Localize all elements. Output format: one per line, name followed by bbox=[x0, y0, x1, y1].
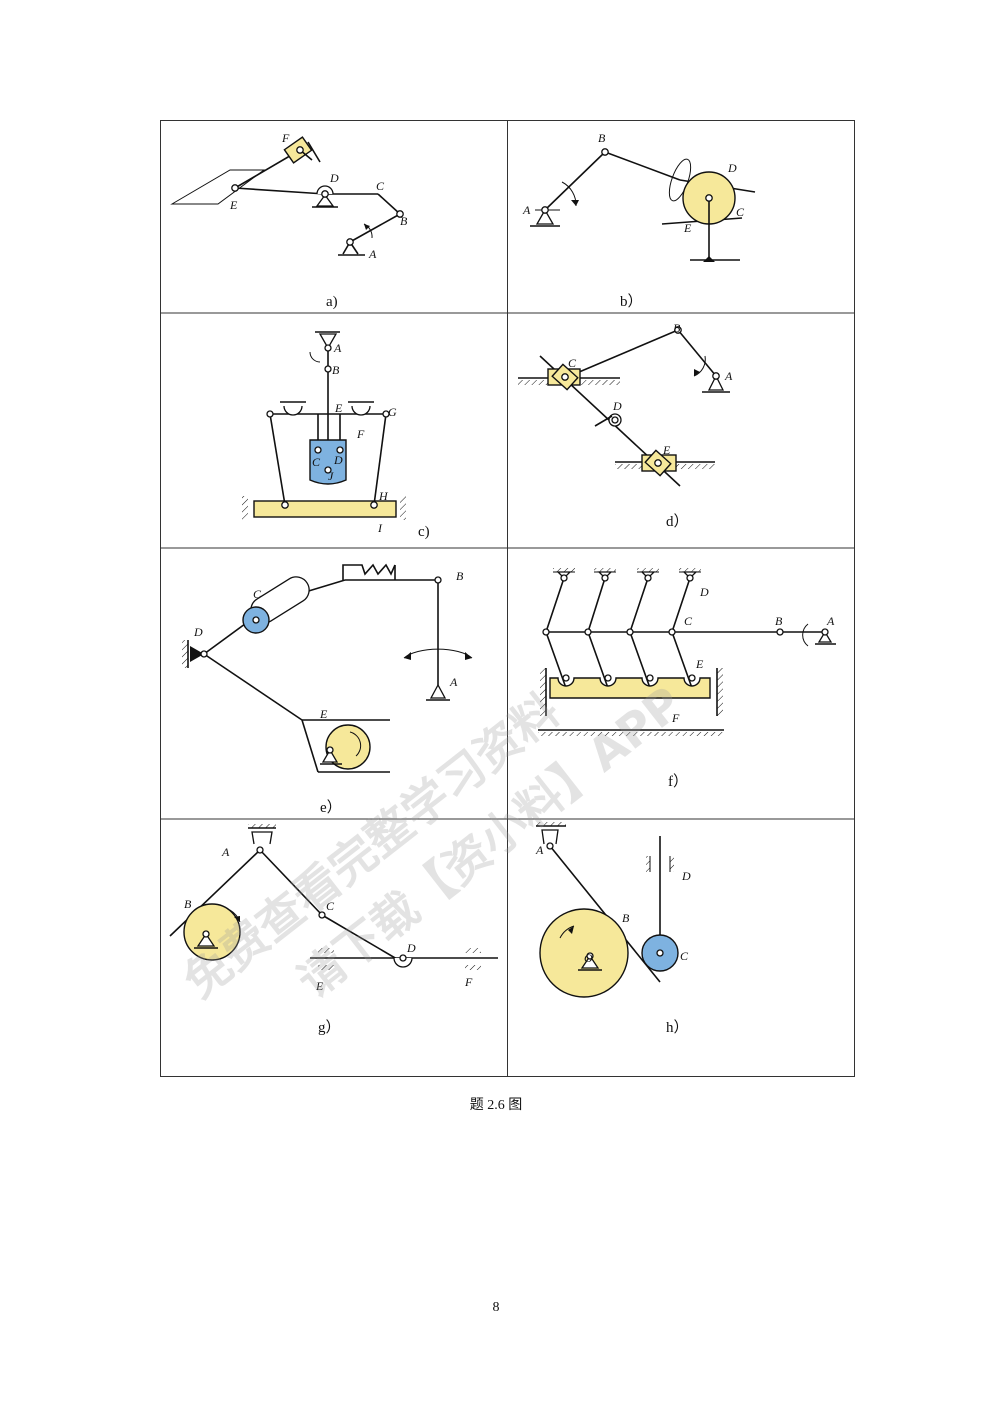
label-c-H: H bbox=[378, 489, 389, 503]
label-g-B: B bbox=[184, 897, 192, 911]
figure-grid: F D C E B A a) B D A C E b） bbox=[160, 120, 855, 1077]
figure-h: A D B O C h） bbox=[535, 822, 691, 1036]
caption-e: e） bbox=[320, 799, 342, 816]
label-c-A: A bbox=[333, 341, 342, 355]
label-e-B: B bbox=[456, 569, 464, 583]
caption-d: d） bbox=[666, 513, 689, 530]
label-a-E: E bbox=[229, 198, 238, 212]
label-d-C: C bbox=[568, 356, 577, 370]
label-c-D: D bbox=[333, 453, 343, 467]
label-b-D: D bbox=[727, 161, 737, 175]
label-d-D: D bbox=[612, 399, 622, 413]
label-c-C: C bbox=[312, 455, 321, 469]
figure-c: A B E G F C D J H I c) bbox=[242, 331, 430, 540]
label-c-E: E bbox=[334, 401, 343, 415]
label-g-E: E bbox=[315, 979, 324, 993]
label-b-C: C bbox=[736, 205, 745, 219]
label-d-B: B bbox=[673, 321, 681, 335]
label-g-A: A bbox=[221, 845, 230, 859]
label-f-A: A bbox=[826, 614, 835, 628]
caption-b: b） bbox=[620, 293, 643, 310]
page-number: 8 bbox=[492, 1300, 500, 1315]
label-c-G: G bbox=[388, 405, 397, 419]
caption-g: g） bbox=[318, 1019, 341, 1036]
label-h-C: C bbox=[680, 949, 689, 963]
figure-b: B D A C E b） bbox=[522, 131, 756, 310]
label-f-B: B bbox=[775, 614, 783, 628]
label-g-D: D bbox=[406, 941, 416, 955]
label-f-D: D bbox=[699, 585, 709, 599]
label-a-A: A bbox=[368, 247, 377, 261]
label-a-C: C bbox=[376, 179, 385, 193]
label-c-F: F bbox=[356, 427, 365, 441]
label-e-E: E bbox=[319, 707, 328, 721]
figure-f: D C B A E F f） bbox=[538, 568, 836, 790]
label-f-E: E bbox=[695, 657, 704, 671]
label-b-A: A bbox=[522, 203, 531, 217]
label-h-D: D bbox=[681, 869, 691, 883]
label-a-B: B bbox=[400, 214, 408, 228]
figure-caption: 题 2.6 图 bbox=[469, 1098, 523, 1113]
label-h-A: A bbox=[535, 843, 544, 857]
label-d-A: A bbox=[724, 369, 733, 383]
caption-h: h） bbox=[666, 1019, 689, 1036]
label-a-F: F bbox=[281, 131, 290, 145]
label-h-O: O bbox=[584, 951, 593, 965]
label-e-D: D bbox=[193, 625, 203, 639]
figure-grid-frame: F D C E B A a) B D A C E b） bbox=[160, 120, 855, 1077]
figure-e: C B D A E e） bbox=[182, 563, 473, 816]
label-e-A: A bbox=[449, 675, 458, 689]
label-c-B: B bbox=[332, 363, 340, 377]
label-d-E: E bbox=[662, 443, 671, 457]
caption-f: f） bbox=[668, 773, 688, 790]
caption-a: a) bbox=[326, 294, 338, 310]
label-e-C: C bbox=[253, 587, 262, 601]
label-a-D: D bbox=[329, 171, 339, 185]
label-f-C: C bbox=[684, 614, 693, 628]
label-b-B: B bbox=[598, 131, 606, 145]
figure-g: A B C D E F g） bbox=[169, 824, 498, 1036]
label-c-I: I bbox=[377, 521, 383, 535]
label-g-C: C bbox=[326, 899, 335, 913]
label-h-B: B bbox=[622, 911, 630, 925]
figure-d: B C A D E d） bbox=[518, 321, 733, 530]
label-b-E: E bbox=[683, 221, 692, 235]
figure-a: F D C E B A a) bbox=[170, 131, 408, 310]
caption-c: c) bbox=[418, 524, 430, 540]
label-g-F: F bbox=[464, 975, 473, 989]
label-c-J: J bbox=[328, 469, 334, 483]
label-f-F: F bbox=[671, 711, 680, 725]
